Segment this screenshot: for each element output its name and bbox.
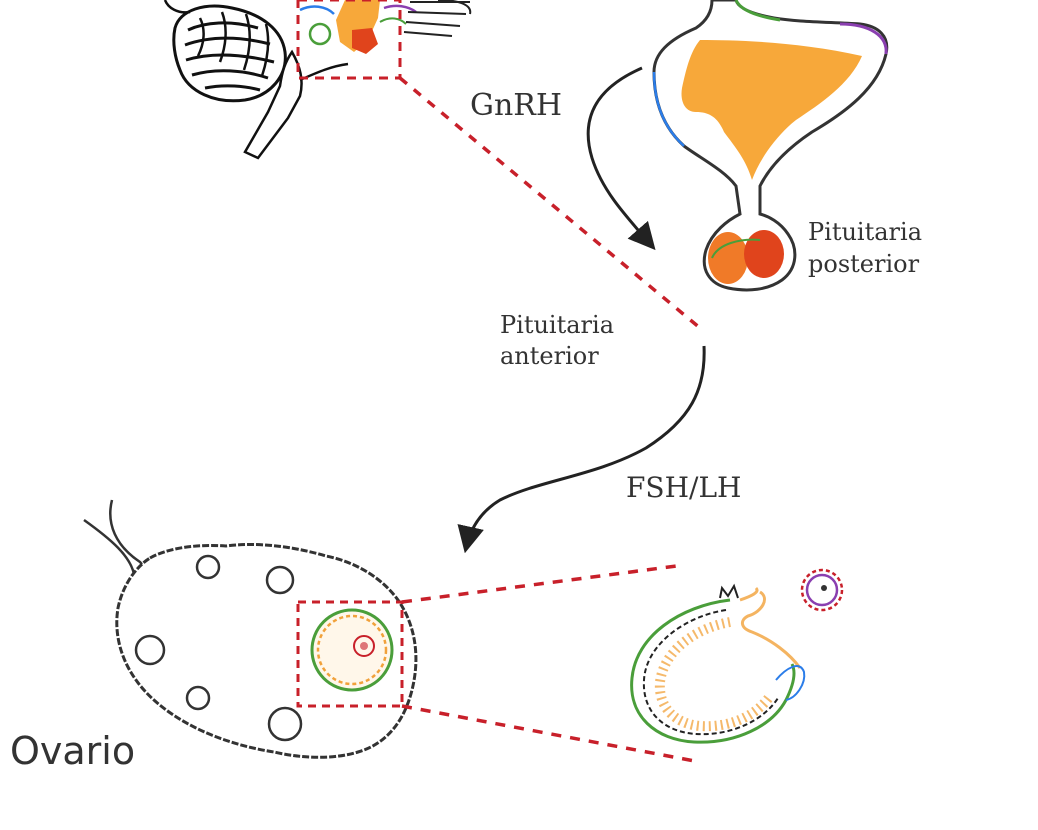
ovary-zoom-box (296, 600, 404, 708)
pituitaria-posterior-label-line1: Pituitaria (808, 218, 922, 246)
ovary-to-follicle-connector-top (401, 563, 685, 604)
gnrh-label: GnRH (470, 88, 562, 123)
follicle-icon (630, 583, 806, 744)
oocyte-icon (800, 568, 844, 612)
fsh-lh-label: FSH/LH (626, 471, 741, 504)
ovario-label: Ovario (10, 729, 135, 773)
brain-zoom-box (296, 0, 402, 80)
pituitary-gland-icon (652, 0, 889, 292)
gnrh-arrow (586, 66, 656, 251)
pituitaria-posterior-label-line2: posterior (808, 250, 920, 278)
ovary-icon (83, 499, 418, 759)
pituitaria-anterior-label-line1: Pituitaria (500, 311, 614, 339)
brain-icon (163, 0, 472, 160)
brain-to-pituitary-connector (398, 76, 702, 330)
fsh-lh-arrow (457, 345, 706, 554)
ovary-to-follicle-connector-bottom (401, 704, 701, 764)
pituitaria-anterior-label-line2: anterior (500, 342, 599, 370)
